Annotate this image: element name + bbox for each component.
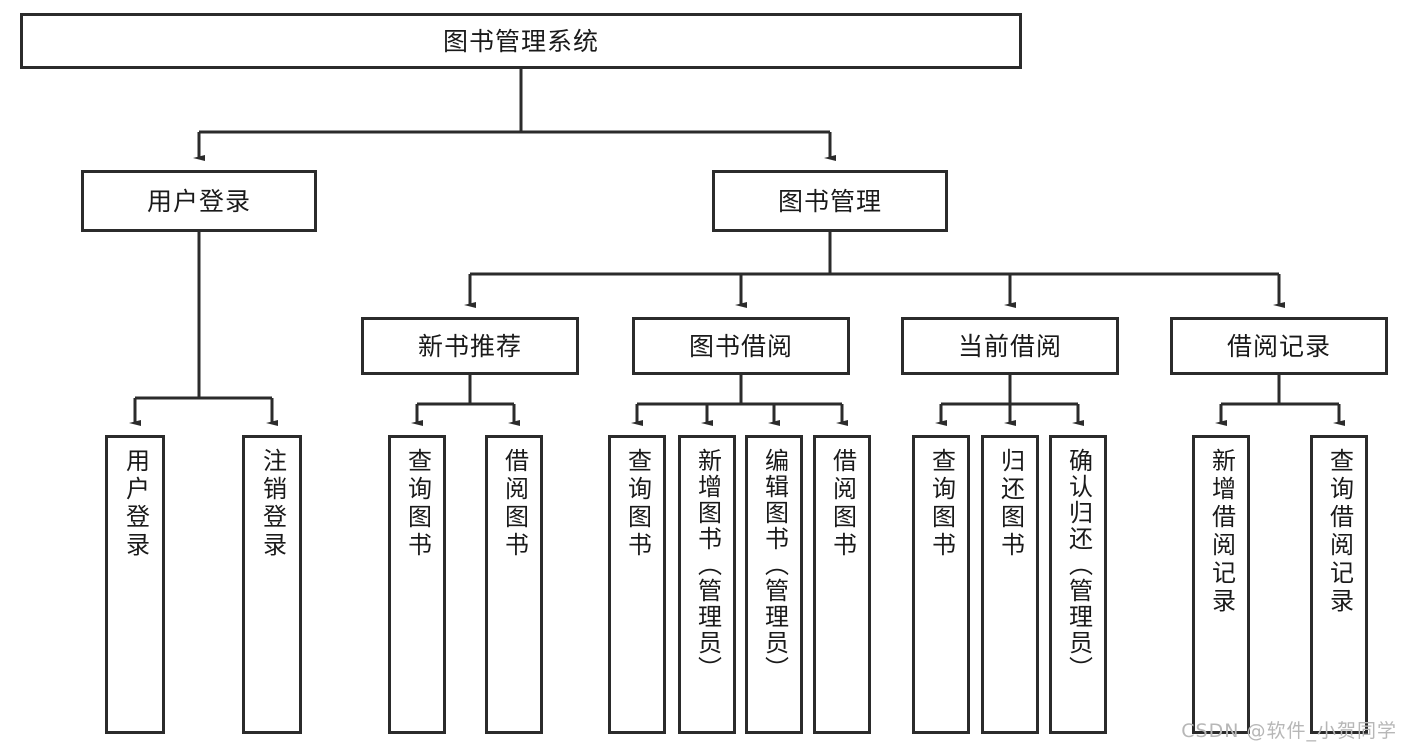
- leaf-confirm-return-admin[interactable]: 确认归还（管理员）: [1049, 435, 1107, 734]
- node-label: 借阅记录: [1226, 331, 1331, 361]
- node-label: 新书推荐: [417, 331, 522, 361]
- node-label: 图书管理系统: [442, 26, 599, 56]
- node-label: 用户登录: [121, 448, 150, 560]
- node-label: 新增图书（管理员）: [693, 448, 722, 682]
- node-borrowing-records[interactable]: 借阅记录: [1170, 317, 1388, 375]
- leaf-add-book-admin[interactable]: 新增图书（管理员）: [678, 435, 736, 734]
- node-label: 查询图书: [403, 448, 432, 560]
- leaf-edit-book-admin[interactable]: 编辑图书（管理员）: [745, 435, 803, 734]
- leaf-user-logout[interactable]: 注销登录: [242, 435, 302, 734]
- node-label: 当前借阅: [957, 331, 1062, 361]
- leaf-borrow-book[interactable]: 借阅图书: [813, 435, 871, 734]
- node-label: 查询借阅记录: [1325, 448, 1354, 616]
- node-label: 借阅图书: [828, 448, 857, 560]
- node-root-system[interactable]: 图书管理系统: [20, 13, 1022, 69]
- node-label: 编辑图书（管理员）: [760, 448, 789, 682]
- csdn-watermark: CSDN @软件_小贺同学: [1181, 720, 1397, 742]
- leaf-borrow-book-recommendation[interactable]: 借阅图书: [485, 435, 543, 734]
- node-label: 新增借阅记录: [1207, 448, 1236, 616]
- node-label: 图书借阅: [688, 331, 793, 361]
- node-new-book-recommendation[interactable]: 新书推荐: [361, 317, 579, 375]
- node-book-management[interactable]: 图书管理: [712, 170, 948, 232]
- leaf-add-borrow-record[interactable]: 新增借阅记录: [1192, 435, 1250, 734]
- node-label: 确认归还（管理员）: [1064, 448, 1093, 682]
- node-label: 图书管理: [777, 186, 882, 216]
- node-label: 注销登录: [258, 448, 287, 560]
- leaf-query-book-borrowing[interactable]: 查询图书: [608, 435, 666, 734]
- leaf-user-login[interactable]: 用户登录: [105, 435, 165, 734]
- leaf-query-book-current[interactable]: 查询图书: [912, 435, 970, 734]
- node-current-borrowing[interactable]: 当前借阅: [901, 317, 1119, 375]
- leaf-query-borrow-record[interactable]: 查询借阅记录: [1310, 435, 1368, 734]
- node-user-login[interactable]: 用户登录: [81, 170, 317, 232]
- node-book-borrowing[interactable]: 图书借阅: [632, 317, 850, 375]
- node-label: 借阅图书: [500, 448, 529, 560]
- node-label: 查询图书: [927, 448, 956, 560]
- leaf-query-book-recommendation[interactable]: 查询图书: [388, 435, 446, 734]
- node-label: 归还图书: [996, 448, 1025, 560]
- node-label: 用户登录: [146, 186, 251, 216]
- leaf-return-book[interactable]: 归还图书: [981, 435, 1039, 734]
- node-label: 查询图书: [623, 448, 652, 560]
